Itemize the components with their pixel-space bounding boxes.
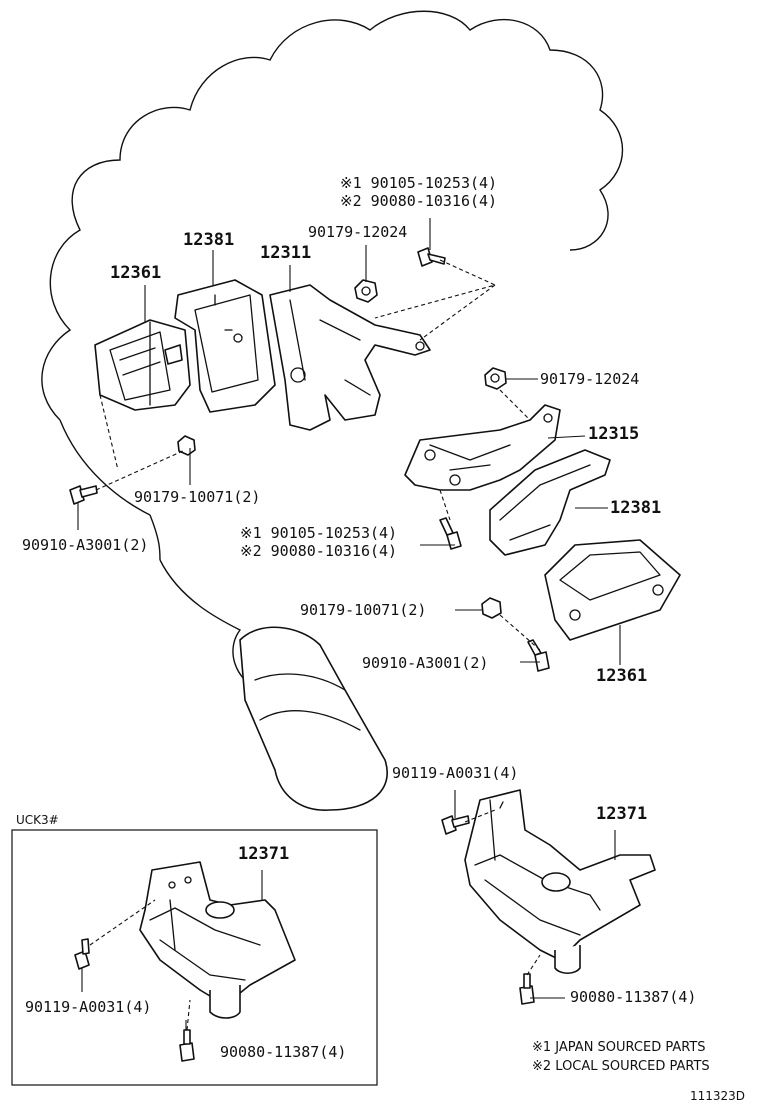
label-bolt-a0031-right: 90119-A0031(4) <box>392 764 519 782</box>
bracket-12311 <box>269 284 431 431</box>
label-inset-title: UCK3# <box>16 813 59 827</box>
leader-lines <box>77 218 621 1052</box>
bolt-90119-A0031-inset <box>74 938 90 970</box>
label-nut-10071-left: 90179-10071(2) <box>134 488 261 506</box>
label-bolt-11387-right: 90080-11387(4) <box>570 988 697 1006</box>
bolt-mid <box>439 517 462 550</box>
label-bolt-top-2: ※2 90080-10316(4) <box>340 192 498 210</box>
bolt-90080-11387-inset <box>179 1029 195 1062</box>
label-bolt-a0031-inset: 90119-A0031(4) <box>25 998 152 1016</box>
label-bolt-a3001-right: 90910-A3001(2) <box>362 654 489 672</box>
insulator-12381-top <box>174 279 276 413</box>
label-nut-12024-right: 90179-12024 <box>540 370 640 388</box>
label-12381-right: 12381 <box>610 498 662 518</box>
note-local-sourced: ※2 LOCAL SOURCED PARTS <box>532 1059 710 1074</box>
mount-12371-right <box>464 789 656 975</box>
label-12371-inset: 12371 <box>238 844 290 864</box>
mount-12371-inset <box>139 861 296 1019</box>
nut-90179-10071-right <box>481 597 502 619</box>
nut-90179-12024-right <box>484 367 507 390</box>
bracket-12315 <box>404 404 561 491</box>
label-bolt-mid-2: ※2 90080-10316(4) <box>240 542 398 560</box>
diagram-code: 111323D <box>690 1089 746 1103</box>
transmission-detail <box>254 673 361 731</box>
label-bolt-a3001-left: 90910-A3001(2) <box>22 536 149 554</box>
label-12361-right: 12361 <box>596 666 648 686</box>
insulator-12381-right <box>489 449 611 556</box>
engine-outline <box>41 10 624 691</box>
label-12371-right: 12371 <box>596 804 648 824</box>
bolt-90910-A3001-left <box>69 485 98 505</box>
label-bolt-11387-inset: 90080-11387(4) <box>220 1043 347 1061</box>
label-12381-top: 12381 <box>183 230 235 250</box>
label-nut-10071-right: 90179-10071(2) <box>300 601 427 619</box>
inset-dash-lines <box>89 899 191 1031</box>
engine-outline-lower <box>59 419 161 561</box>
label-nut-12024-top: 90179-12024 <box>308 223 408 241</box>
transmission-housing <box>239 626 388 811</box>
note-japan-sourced: ※1 JAPAN SOURCED PARTS <box>532 1040 706 1055</box>
nut-90179-10071-left <box>177 435 196 456</box>
bolt-top <box>417 247 446 267</box>
nut-90179-12024-top <box>354 279 378 303</box>
label-12315: 12315 <box>588 424 640 444</box>
bolt-90910-A3001-right <box>527 639 550 672</box>
label-12311: 12311 <box>260 243 312 263</box>
inset-frame <box>11 829 378 1086</box>
mount-12361-right <box>544 539 681 641</box>
label-12361-top: 12361 <box>110 263 162 283</box>
label-bolt-top-1: ※1 90105-10253(4) <box>340 174 498 192</box>
bolt-90080-11387-right <box>519 973 535 1005</box>
bolt-90119-A0031-right <box>441 815 470 835</box>
label-bolt-mid-1: ※1 90105-10253(4) <box>240 524 398 542</box>
mount-12361-left <box>94 319 191 411</box>
assembly-dash-lines <box>95 259 541 976</box>
